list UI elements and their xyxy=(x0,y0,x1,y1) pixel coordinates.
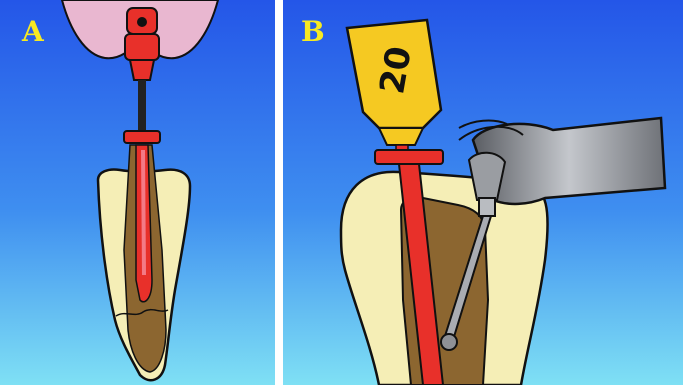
tip-ball xyxy=(441,334,457,350)
tip-collar xyxy=(479,198,495,216)
rubber-stop xyxy=(375,150,443,164)
file-shaft xyxy=(138,80,146,135)
panel-a-label: A xyxy=(22,18,44,46)
file-handle-grip xyxy=(125,34,159,60)
panel-b: 20 B xyxy=(283,0,683,385)
panel-b-illustration: 20 xyxy=(283,0,683,385)
panel-a-illustration xyxy=(0,0,275,385)
rubber-stop xyxy=(124,131,160,143)
file-size-label: 20 xyxy=(372,43,420,97)
file-handle-neck xyxy=(130,60,154,80)
file-handle-neck xyxy=(379,128,423,145)
handle-hole xyxy=(137,17,147,27)
panel-a: A xyxy=(0,0,275,385)
panel-b-label: B xyxy=(301,18,325,46)
